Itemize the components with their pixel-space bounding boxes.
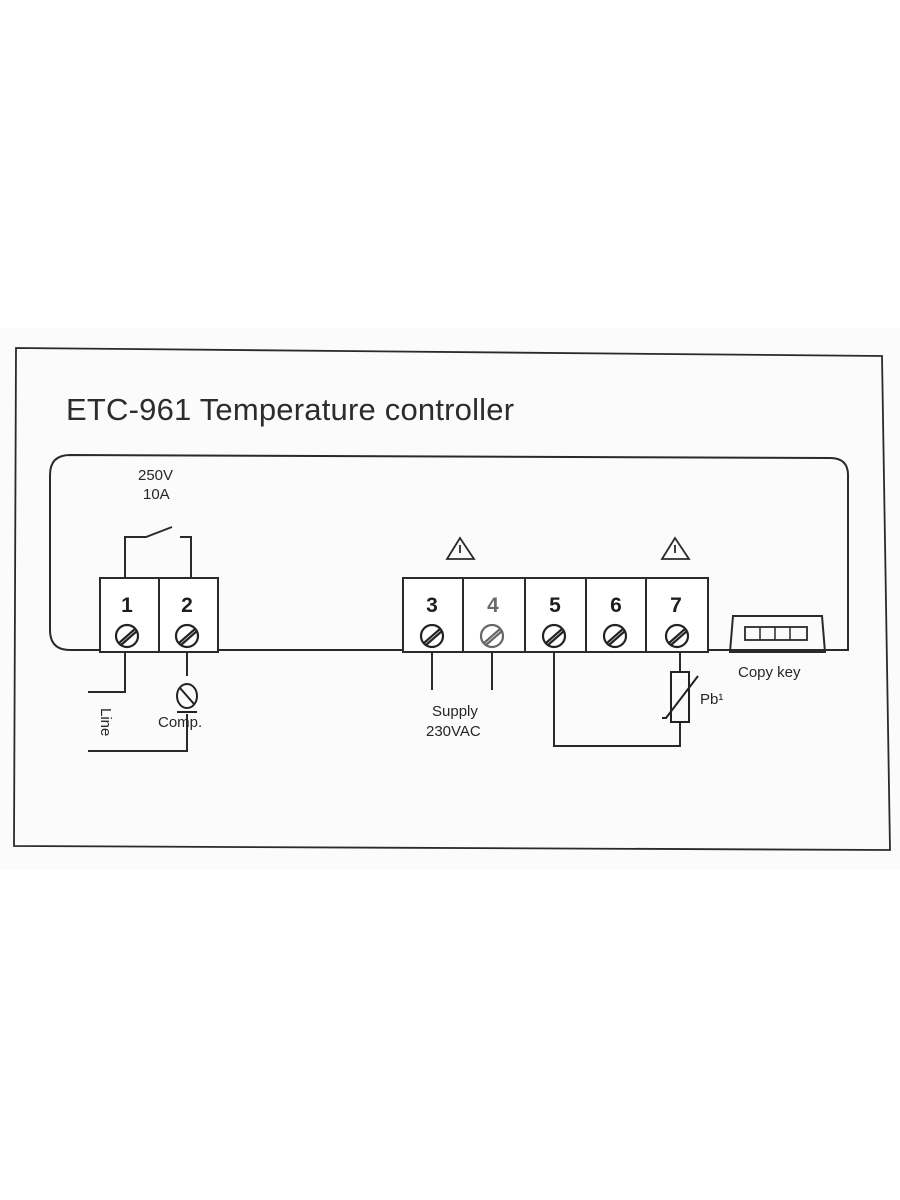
- supply-label: Supply: [432, 703, 478, 720]
- line-label: Line: [97, 708, 114, 737]
- compressor-label: Comp.: [158, 714, 203, 731]
- outer-frame: [13, 347, 891, 851]
- relay-switch-icon: [124, 526, 192, 578]
- terminal-number-3: 3: [426, 594, 438, 617]
- terminal-screw-5: [541, 623, 567, 649]
- terminal-screw-4: [479, 623, 505, 649]
- terminal-screw-2: [174, 623, 200, 649]
- terminal-screw-6: [602, 623, 628, 649]
- thermistor-icon: [662, 671, 699, 723]
- supply-voltage-label: 230VAC: [426, 723, 481, 740]
- probe-label: Pb¹: [700, 691, 724, 708]
- terminal-number-2: 2: [181, 594, 193, 617]
- copy-key-port-icon: [728, 615, 827, 653]
- wire-probe-loop: [553, 652, 681, 747]
- page-title: ETC-961 Temperature controller: [66, 392, 515, 427]
- terminal-screw-1: [114, 623, 140, 649]
- relay-voltage-label: 250V: [138, 467, 174, 484]
- warning-icon: [660, 536, 691, 560]
- terminal-number-5: 5: [549, 594, 561, 617]
- terminal-number-6: 6: [610, 594, 622, 617]
- terminal-number-1: 1: [121, 594, 133, 617]
- wire-neutral: [88, 714, 188, 752]
- copy-key-label: Copy key: [738, 664, 801, 681]
- wire-line: [88, 652, 126, 693]
- terminal-block-right: [402, 577, 709, 653]
- compressor-icon: [176, 683, 198, 713]
- warning-icon: [445, 536, 476, 560]
- terminal-number-7: 7: [670, 594, 682, 617]
- terminal-screw-3: [419, 623, 445, 649]
- terminal-number-4: 4: [487, 594, 499, 617]
- relay-current-label: 10A: [143, 486, 170, 503]
- controller-body: [49, 453, 849, 651]
- terminal-screw-7: [664, 623, 690, 649]
